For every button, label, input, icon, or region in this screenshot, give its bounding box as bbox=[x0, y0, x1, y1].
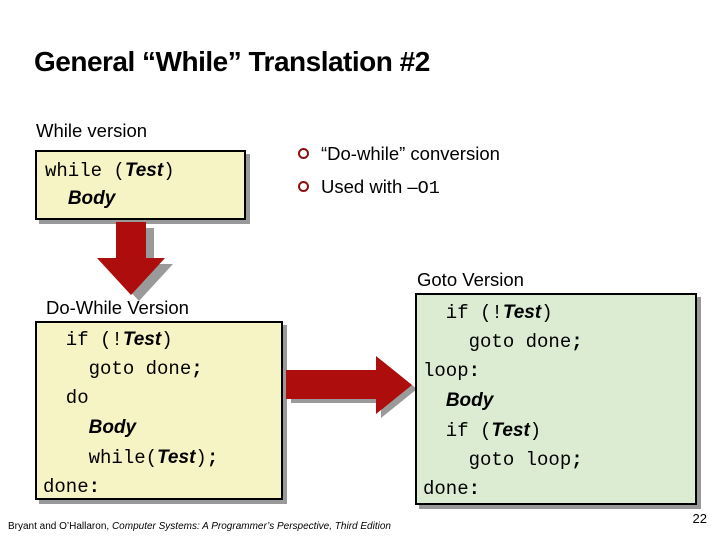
code-line: if (Test) bbox=[423, 420, 542, 442]
code-line: done: bbox=[43, 476, 101, 498]
bullet-ring-icon bbox=[298, 148, 309, 159]
bullet-text: “Do-while” conversion bbox=[321, 143, 500, 164]
code-line: if (!Test) bbox=[43, 329, 173, 351]
page-title: General “While” Translation #2 bbox=[34, 46, 430, 77]
goto-version-heading: Goto Version bbox=[417, 269, 524, 290]
code-line: Body bbox=[88, 417, 137, 438]
dowhile-version-heading: Do-While Version bbox=[46, 297, 189, 318]
code-line: do bbox=[43, 387, 89, 409]
code-line: done: bbox=[423, 478, 481, 500]
code-line: Body bbox=[67, 188, 116, 209]
code-line: while(Test); bbox=[43, 447, 219, 469]
code-line: goto loop; bbox=[423, 449, 583, 471]
code-line: loop: bbox=[423, 360, 481, 382]
code-line: Body bbox=[445, 390, 494, 411]
bullet-item: “Do-while” conversion bbox=[298, 143, 500, 165]
bullet-text: Used with –O1 bbox=[321, 176, 440, 199]
down-arrow bbox=[97, 222, 173, 301]
code-line: goto done; bbox=[423, 331, 583, 353]
while-version-code-box: while (Test) Body bbox=[35, 150, 246, 220]
while-version-heading: While version bbox=[36, 120, 148, 141]
goto-code-box: if (!Test) goto done; loop: Body if (Test… bbox=[415, 293, 697, 505]
bullet-ring-icon bbox=[298, 181, 309, 192]
right-arrow bbox=[286, 356, 417, 418]
page-number: 22 bbox=[692, 511, 707, 526]
footer-attribution: Bryant and O’Hallaron, Computer Systems:… bbox=[8, 521, 391, 532]
bullet-item: Used with –O1 bbox=[298, 176, 440, 199]
code-line: while (Test) bbox=[45, 160, 175, 182]
code-line: goto done; bbox=[43, 358, 203, 380]
dowhile-code-box: if (!Test) goto done; do Body while(Test… bbox=[35, 321, 283, 500]
code-line: if (!Test) bbox=[423, 302, 553, 324]
